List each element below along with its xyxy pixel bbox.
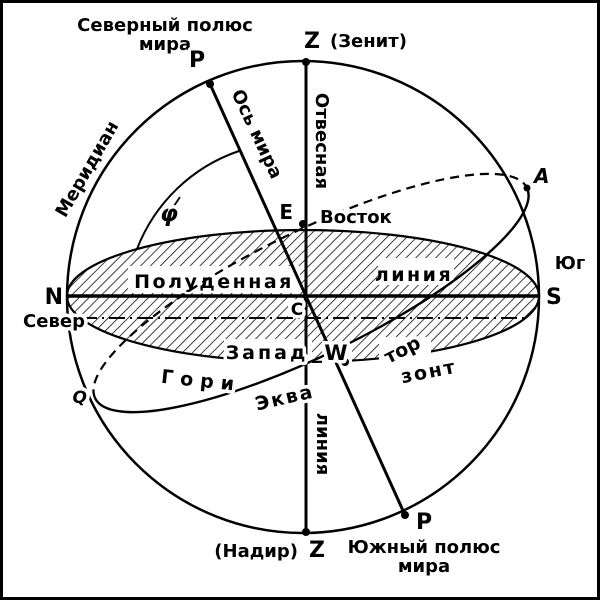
- nadir-name-label: (Надир): [214, 541, 298, 562]
- center-dot: [303, 295, 309, 301]
- point-a-label: А: [532, 164, 549, 188]
- noon-line-label-part2: линия: [375, 264, 453, 286]
- north-pole-label-line2: мира: [139, 34, 191, 55]
- celestial-equator-front: [93, 187, 530, 414]
- west-point-label: W: [324, 341, 347, 365]
- nadir-dot: [302, 528, 310, 536]
- pole-top-label: P: [189, 48, 205, 73]
- west-name-label: Запад: [226, 342, 309, 364]
- zenith-dot: [302, 58, 310, 66]
- west-dot: [341, 358, 349, 366]
- pole-bottom-label: P: [416, 510, 432, 535]
- east-name-label: Восток: [320, 207, 392, 228]
- point-q-label: Q: [73, 388, 87, 408]
- latitude-angle-label: φ: [160, 201, 178, 227]
- plumb-line-label: Отвесная: [311, 93, 332, 189]
- zenith-name-label: (Зенит): [330, 31, 407, 52]
- latitude-angle-tick: [173, 196, 181, 207]
- label-backgrounds: [128, 258, 464, 384]
- nadir-point-label: Z: [309, 538, 325, 563]
- point-dots: [206, 58, 531, 536]
- plumb-line-label-lower: линия: [312, 413, 333, 475]
- east-point-label: E: [279, 200, 293, 224]
- center-point-label: C: [291, 300, 303, 320]
- east-dot: [299, 220, 307, 228]
- south-pole-dot: [401, 511, 409, 519]
- point-a-dot: [523, 184, 531, 192]
- zenith-point-label: Z: [304, 29, 320, 54]
- south-point-label: S: [546, 285, 562, 310]
- north-pole-dot: [206, 80, 214, 88]
- noon-line-label-part1: Полуденная: [134, 271, 294, 293]
- north-name-label: Север: [23, 311, 85, 332]
- south-pole-label-line2: мира: [398, 556, 450, 577]
- north-point-label: N: [45, 285, 63, 310]
- celestial-equator-back: [92, 172, 528, 399]
- south-pole-label-line1: Южный полюс: [348, 537, 501, 558]
- south-name-label: Юг: [555, 253, 586, 274]
- north-pole-label-line1: Северный полюс: [77, 15, 253, 36]
- latitude-angle-arc: [136, 150, 240, 250]
